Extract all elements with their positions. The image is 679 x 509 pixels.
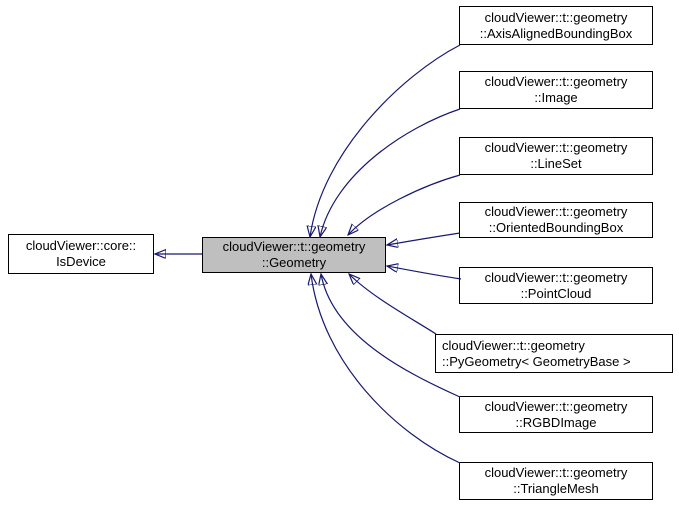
- class-node-rgbdimage[interactable]: cloudViewer::t::geometry ::RGBDImage: [459, 396, 653, 433]
- class-node-image[interactable]: cloudViewer::t::geometry ::Image: [459, 71, 653, 109]
- class-node-lineset-line1: cloudViewer::t::geometry: [484, 140, 628, 155]
- class-node-orientedboundingbox-line1: cloudViewer::t::geometry: [484, 204, 628, 219]
- class-node-rgbdimage-line1: cloudViewer::t::geometry: [484, 398, 628, 414]
- class-node-trianglemesh-line1: cloudViewer::t::geometry: [484, 465, 628, 480]
- class-node-axisalignedboundingbox-line2: ::AxisAlignedBoundingBox: [479, 25, 633, 41]
- class-node-orientedboundingbox-line2: ::OrientedBoundingBox: [488, 220, 624, 235]
- class-node-axisalignedboundingbox[interactable]: cloudViewer::t::geometry ::AxisAlignedBo…: [459, 6, 653, 45]
- class-node-trianglemesh-line2: ::TriangleMesh: [513, 481, 599, 496]
- class-node-lineset[interactable]: cloudViewer::t::geometry ::LineSet: [459, 137, 653, 175]
- edge-lineset-to-geometry: [348, 174, 461, 235]
- edge-pointcloud-to-geometry: [387, 266, 462, 280]
- class-node-pygeometry[interactable]: cloudViewer::t::geometry ::PyGeometry< G…: [435, 334, 673, 373]
- class-node-orientedboundingbox[interactable]: cloudViewer::t::geometry ::OrientedBound…: [459, 202, 653, 238]
- class-node-lineset-line2: ::LineSet: [530, 156, 582, 171]
- class-node-pygeometry-line2: ::PyGeometry< GeometryBase >: [442, 353, 631, 369]
- edge-pygeometry-to-geometry: [349, 274, 437, 335]
- class-node-geometry-line2: ::Geometry: [261, 255, 327, 270]
- class-node-axisalignedboundingbox-line1: cloudViewer::t::geometry: [484, 9, 628, 25]
- class-node-isdevice[interactable]: cloudViewer::core:: IsDevice: [8, 234, 154, 274]
- class-node-image-line2: ::Image: [534, 90, 578, 105]
- class-node-geometry-current: cloudViewer::t::geometry ::Geometry: [202, 237, 386, 273]
- class-node-image-line1: cloudViewer::t::geometry: [484, 74, 628, 89]
- class-node-pointcloud-line2: ::PointCloud: [520, 285, 592, 301]
- class-node-rgbdimage-line2: ::RGBDImage: [515, 414, 597, 430]
- class-node-pygeometry-line1: cloudViewer::t::geometry: [442, 337, 585, 353]
- class-node-isdevice-line1: cloudViewer::core::: [25, 238, 137, 253]
- edge-axisalignedboundingbox-to-geometry: [310, 44, 461, 237]
- class-node-isdevice-line2: IsDevice: [56, 254, 106, 269]
- edge-image-to-geometry: [320, 108, 461, 237]
- class-node-pointcloud-line1: cloudViewer::t::geometry: [484, 269, 628, 285]
- class-node-trianglemesh[interactable]: cloudViewer::t::geometry ::TriangleMesh: [459, 462, 653, 500]
- class-node-pointcloud[interactable]: cloudViewer::t::geometry ::PointCloud: [459, 267, 653, 304]
- class-node-geometry-line1: cloudViewer::t::geometry: [222, 239, 366, 254]
- edge-orientedboundingbox-to-geometry: [387, 232, 461, 245]
